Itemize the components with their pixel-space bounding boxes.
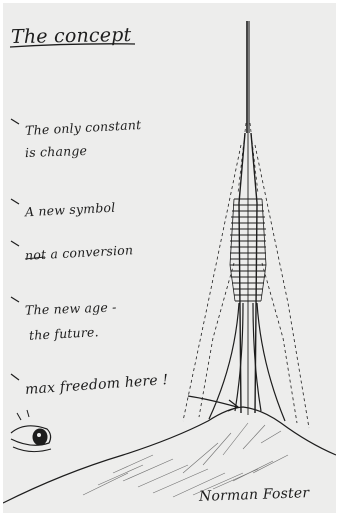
tower-legs [209, 303, 285, 421]
page-title: The concept [11, 24, 132, 48]
sketch-paper: The concept The only constant is change … [3, 3, 336, 513]
note-constant-line2: is change [25, 142, 88, 161]
eye-icon [11, 410, 51, 452]
note-age-line1: The new age - [25, 298, 117, 318]
bullet-marks [11, 119, 19, 380]
tower-stays [183, 145, 309, 428]
